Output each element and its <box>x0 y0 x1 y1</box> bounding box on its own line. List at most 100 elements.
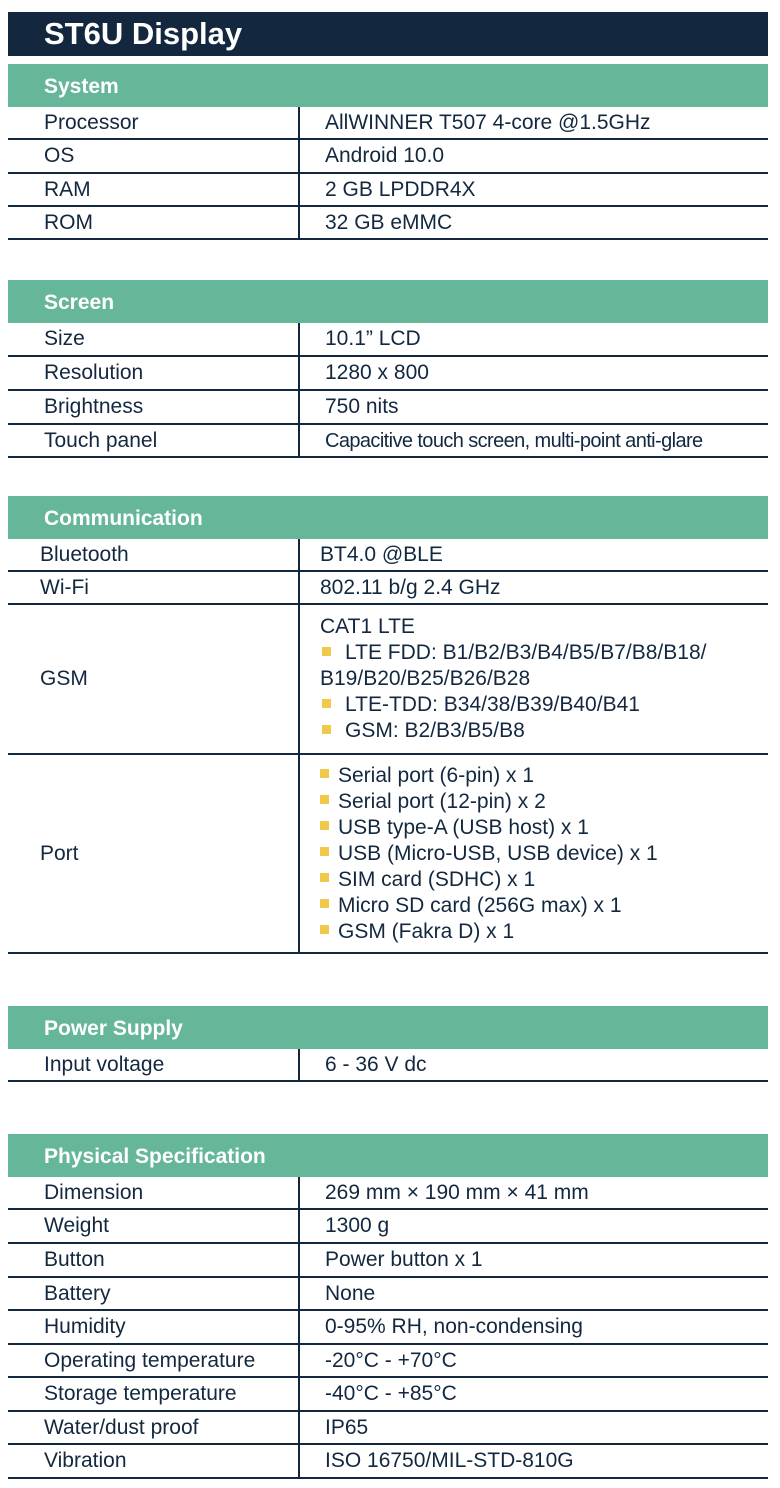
spec-value: 6 - 36 V dc <box>325 1049 427 1080</box>
spec-value: 2 GB LPDDR4X <box>325 174 476 205</box>
column-divider <box>298 605 300 753</box>
value-line: 750 nits <box>325 395 399 418</box>
column-divider <box>298 357 300 389</box>
column-divider <box>298 572 300 603</box>
value-line: 6 - 36 V dc <box>325 1052 427 1076</box>
spec-label: Touch panel <box>44 428 158 452</box>
bullet-text: SIM card (SDHC) x 1 <box>338 867 536 891</box>
spec-value: Android 10.0 <box>325 140 444 172</box>
value-line: Serial port (12-pin) x 2 <box>320 789 658 815</box>
value-line: -40°C - +85°C <box>325 1382 457 1405</box>
value-line: IP65 <box>325 1415 369 1439</box>
value-line: Android 10.0 <box>325 144 445 167</box>
bullet-icon <box>320 769 329 779</box>
spec-label: Port <box>40 841 79 865</box>
value-line: USB (Micro-USB, USB device) x 1 <box>320 841 658 867</box>
spec-label: Input voltage <box>44 1052 165 1076</box>
spec-row: Battery None <box>8 1278 768 1311</box>
value-line: Serial port (6-pin) x 1 <box>320 763 658 789</box>
bullet-text: GSM: B2/B3/B5/B8 <box>345 719 525 742</box>
value-line: Capacitive touch screen, multi-point ant… <box>325 429 703 452</box>
bullet-icon <box>320 821 329 831</box>
spec-label: Operating temperature <box>44 1348 256 1372</box>
spec-value: AllWINNER T507 4-core @1.5GHz <box>325 107 651 138</box>
spec-value: 1300 g <box>325 1210 389 1242</box>
spec-row: OS Android 10.0 <box>8 140 768 174</box>
value-line: None <box>325 1281 376 1305</box>
bullet-icon <box>320 925 329 935</box>
value-line: 269 mm × 190 mm × 41 mm <box>325 1180 589 1204</box>
bullet-text: Serial port (12-pin) x 2 <box>338 789 546 813</box>
value-line: LTE-TDD: B34/38/B39/B40/B41 <box>320 692 706 718</box>
spec-row: Brightness 750 nits <box>8 391 768 425</box>
spec-row: Humidity 0-95% RH, non-condensing <box>8 1311 768 1345</box>
column-divider <box>298 207 300 238</box>
column-divider <box>298 425 300 456</box>
spec-label: Humidity <box>44 1315 126 1338</box>
spec-row: Button Power button x 1 <box>8 1244 768 1278</box>
bullet-text: USB (Micro-USB, USB device) x 1 <box>338 841 658 865</box>
value-line: USB type-A (USB host) x 1 <box>320 815 658 841</box>
value-line: GSM (Fakra D) x 1 <box>320 919 658 945</box>
spec-label: Wi-Fi <box>40 575 89 599</box>
spec-label: OS <box>44 144 75 167</box>
section-header: System <box>8 64 768 107</box>
bullet-icon <box>320 847 329 857</box>
column-divider <box>298 1412 300 1443</box>
bullet-text: Serial port (6-pin) x 1 <box>338 763 535 787</box>
spec-row: RAM 2 GB LPDDR4X <box>8 174 768 207</box>
value-line: GSM: B2/B3/B5/B8 <box>320 718 706 744</box>
spec-row: Weight 1300 g <box>8 1210 768 1244</box>
spec-label: Dimension <box>44 1180 144 1204</box>
spec-label: ROM <box>44 210 93 234</box>
bullet-text: LTE-TDD: B34/38/B39/B40/B41 <box>345 693 640 716</box>
bullet-icon <box>320 873 329 883</box>
spec-value: 1280 x 800 <box>325 357 429 389</box>
spec-value: Power button x 1 <box>325 1244 483 1276</box>
column-divider <box>298 1210 300 1242</box>
spec-label: GSM <box>40 667 88 690</box>
spec-label: RAM <box>44 177 91 201</box>
spec-value: -40°C - +85°C <box>325 1378 457 1410</box>
column-divider <box>298 107 300 138</box>
spec-label: Battery <box>44 1281 111 1305</box>
bullet-text: USB type-A (USB host) x 1 <box>338 815 589 839</box>
bullet-icon <box>322 724 331 734</box>
spec-label: Button <box>44 1248 105 1271</box>
column-divider <box>298 1445 300 1477</box>
section-header: Power Supply <box>8 1006 768 1049</box>
section-header: Physical Specification <box>8 1134 768 1177</box>
bullet-text: LTE FDD: B1/B2/B3/B4/B5/B7/B8/B18/ <box>345 641 707 664</box>
column-divider <box>298 539 300 570</box>
spec-value: Capacitive touch screen, multi-point ant… <box>325 425 703 456</box>
value-line: BT4.0 @BLE <box>320 542 443 566</box>
value-line: ISO 16750/MIL-STD-810G <box>325 1449 574 1472</box>
spec-value: BT4.0 @BLE <box>320 539 443 570</box>
column-divider <box>298 755 300 952</box>
page-title: ST6U Display <box>8 12 768 56</box>
spec-value: 0-95% RH, non-condensing <box>325 1311 583 1343</box>
spec-row: Storage temperature-40°C - +85°C <box>8 1378 768 1412</box>
spec-value: 269 mm × 190 mm × 41 mm <box>325 1177 589 1208</box>
column-divider <box>298 174 300 205</box>
spec-label: Size <box>44 327 85 350</box>
section-header: Communication <box>8 496 768 539</box>
spec-label: Brightness <box>44 395 144 418</box>
value-line: AllWINNER T507 4-core @1.5GHz <box>325 110 651 134</box>
spec-label: Weight <box>44 1214 109 1237</box>
column-divider <box>298 1177 300 1208</box>
spec-row: Touch panel Capacitive touch screen, mult… <box>8 425 768 458</box>
spec-row: Input voltage 6 - 36 V dc <box>8 1049 768 1082</box>
